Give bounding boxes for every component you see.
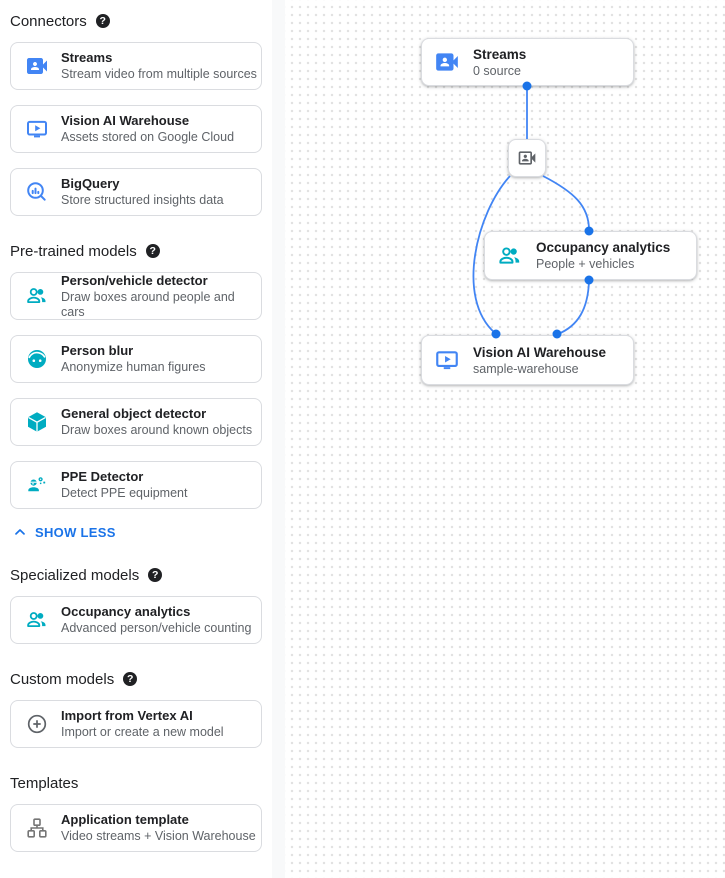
card-title: Person/vehicle detector <box>61 272 208 288</box>
graph-canvas[interactable]: Streams 0 source Occupancy analytics Peo… <box>285 0 725 878</box>
card-text: Import from Vertex AI Import or create a… <box>61 708 224 740</box>
card-text: Vision AI Warehouse Assets stored on Goo… <box>61 113 234 145</box>
card-person-blur[interactable]: Person blur Anonymize human figures <box>10 335 262 383</box>
card-text: General object detector Draw boxes aroun… <box>61 406 252 438</box>
card-subtitle: Draw boxes around known objects <box>61 423 253 437</box>
graph-edges <box>472 81 594 339</box>
card-text: Streams Stream video from multiple sourc… <box>61 50 257 82</box>
card-general-object-detector[interactable]: General object detector Draw boxes aroun… <box>10 398 262 446</box>
card-person-vehicle-detector[interactable]: Person/vehicle detector Draw boxes aroun… <box>10 272 262 320</box>
section-header-pretrained-models: Pre-trained models ? <box>10 242 285 260</box>
section-header-specialized-models: Specialized models ? <box>10 566 285 584</box>
card-title: Application template <box>61 812 189 827</box>
object-detector-icon <box>25 410 49 434</box>
card-text: Occupancy analytics Advanced person/vehi… <box>61 604 251 636</box>
add-circle-icon <box>25 712 49 736</box>
show-less-link[interactable]: SHOW LESS <box>12 524 285 540</box>
card-occupancy-analytics[interactable]: Occupancy analytics Advanced person/vehi… <box>10 596 262 644</box>
section-title: Connectors <box>10 12 87 30</box>
help-icon[interactable]: ? <box>145 244 160 258</box>
card-bigquery[interactable]: BigQuery Store structured insights data <box>10 168 262 216</box>
card-subtitle: Store structured insights data <box>61 193 224 207</box>
node-occupancy-analytics[interactable]: Occupancy analytics People + vehicles <box>484 231 697 280</box>
streams-icon <box>434 49 460 75</box>
card-subtitle: Anonymize human figures <box>61 360 206 374</box>
ppe-detector-icon <box>25 473 49 497</box>
node-text: Vision AI Warehouse sample-warehouse <box>473 344 606 377</box>
help-icon[interactable]: ? <box>148 568 163 582</box>
card-title: PPE Detector <box>61 469 144 484</box>
card-text: PPE Detector Detect PPE equipment <box>61 469 187 501</box>
camera-icon <box>517 148 537 168</box>
card-title: Occupancy analytics <box>61 604 191 619</box>
node-streams[interactable]: Streams 0 source <box>421 38 634 86</box>
show-less-label: SHOW LESS <box>35 524 116 540</box>
edge-occupancy-to-warehouse <box>557 280 590 335</box>
node-text: Streams 0 source <box>473 46 526 79</box>
component-sidebar: Connectors ? Streams Stream video from m… <box>0 0 285 878</box>
card-subtitle: Detect PPE equipment <box>61 486 188 500</box>
edge-processor-to-occupancy <box>542 175 590 231</box>
node-subtitle: 0 source <box>473 63 521 78</box>
chevron-up-icon <box>12 524 28 540</box>
card-text: Person/vehicle detector Draw boxes aroun… <box>61 273 261 320</box>
card-title: General object detector <box>61 406 207 421</box>
card-subtitle: Draw boxes around people and cars <box>61 289 235 319</box>
person-blur-icon <box>25 347 49 371</box>
card-streams[interactable]: Streams Stream video from multiple sourc… <box>10 42 262 90</box>
card-text: BigQuery Store structured insights data <box>61 176 224 208</box>
card-text: Application template Video streams + Vis… <box>61 812 256 844</box>
node-subtitle: sample-warehouse <box>473 361 579 376</box>
node-title: Streams <box>473 46 527 62</box>
section-header-custom-models: Custom models ? <box>10 670 285 688</box>
card-subtitle: Advanced person/vehicle counting <box>61 621 252 635</box>
card-title: Import from Vertex AI <box>61 708 193 723</box>
occupancy-icon <box>497 243 523 269</box>
node-stream-processor[interactable] <box>508 139 546 177</box>
card-title: Person blur <box>61 343 134 358</box>
card-title: Streams <box>61 50 113 65</box>
node-title: Vision AI Warehouse <box>473 344 607 360</box>
application-template-icon <box>25 816 49 840</box>
node-vision-ai-warehouse[interactable]: Vision AI Warehouse sample-warehouse <box>421 335 634 385</box>
card-subtitle: Import or create a new model <box>61 725 224 739</box>
section-title: Pre-trained models <box>10 242 137 260</box>
section-title: Custom models <box>10 670 115 688</box>
card-import-from-vertex-ai[interactable]: Import from Vertex AI Import or create a… <box>10 700 262 748</box>
occupancy-icon <box>25 608 49 632</box>
bigquery-icon <box>25 180 49 204</box>
node-subtitle: People + vehicles <box>536 257 635 271</box>
card-subtitle: Video streams + Vision Warehouse <box>61 829 256 843</box>
person-vehicle-icon <box>25 284 49 308</box>
card-text: Person blur Anonymize human figures <box>61 343 206 375</box>
section-title: Templates <box>10 774 79 792</box>
node-title: Occupancy analytics <box>536 240 671 255</box>
section-header-connectors: Connectors ? <box>10 12 285 30</box>
card-title: Vision AI Warehouse <box>61 113 190 128</box>
help-icon[interactable]: ? <box>123 672 138 686</box>
card-subtitle: Stream video from multiple sources <box>61 67 257 81</box>
card-ppe-detector[interactable]: PPE Detector Detect PPE equipment <box>10 461 262 509</box>
card-title: BigQuery <box>61 176 120 191</box>
warehouse-icon <box>25 117 49 141</box>
streams-icon <box>25 54 49 78</box>
card-subtitle: Assets stored on Google Cloud <box>61 130 235 144</box>
card-application-template[interactable]: Application template Video streams + Vis… <box>10 804 262 852</box>
help-icon[interactable]: ? <box>95 14 110 28</box>
warehouse-icon <box>434 347 460 373</box>
card-vision-ai-warehouse[interactable]: Vision AI Warehouse Assets stored on Goo… <box>10 105 262 153</box>
section-title: Specialized models <box>10 566 140 584</box>
section-header-templates: Templates <box>10 774 285 792</box>
node-text: Occupancy analytics People + vehicles <box>536 239 670 272</box>
